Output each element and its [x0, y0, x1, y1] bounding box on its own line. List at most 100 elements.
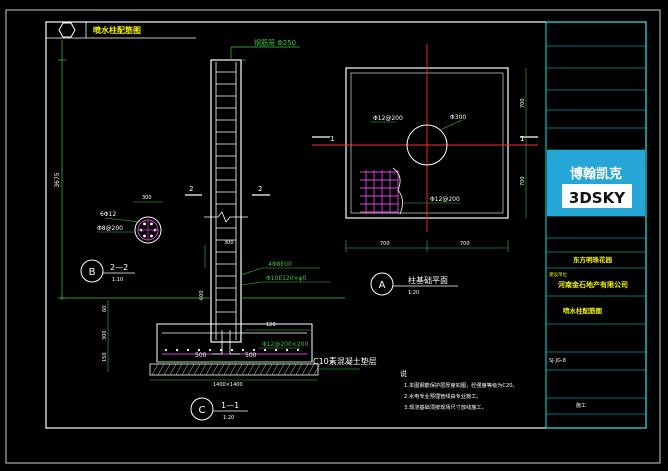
hatch-line [295, 363, 303, 376]
detail-b-rebar [143, 222, 146, 226]
hatch-line [151, 363, 159, 376]
detail-c-scale: 1:20 [223, 415, 234, 421]
dim-foot-side-3: 150 [102, 352, 108, 362]
plan-section-mark-left: 1 [330, 135, 334, 143]
plan-mesh-label2: Φ12@200 [430, 196, 460, 203]
rebar-label: 4Φ8E00 [268, 261, 292, 268]
hatch-line [247, 363, 255, 376]
dim-side-pad: 120 [266, 322, 276, 328]
hatch-line [289, 363, 297, 376]
section-mark-left: 2 [189, 185, 193, 193]
detail-b-rebars [138, 220, 158, 240]
rebar-dot [241, 348, 245, 352]
dim-base-left: 500 [195, 352, 207, 359]
tie-leader [240, 281, 263, 286]
plan-a-scale: 1:20 [408, 290, 419, 296]
c10-pad [149, 363, 319, 376]
notes-line-2: 2.水电专业预埋管线由专业施工。 [404, 392, 482, 400]
rebar-dot [219, 348, 223, 352]
plan-a-tag-circle [370, 272, 394, 296]
detail-b-rebar [150, 222, 153, 226]
base-spec: Φ12@200×200 [262, 341, 308, 348]
dim-total-label: 3675 [54, 172, 61, 187]
hatch-line [313, 363, 321, 376]
section-mark-right: 2 [258, 185, 262, 193]
rebar-dot [230, 348, 234, 352]
rebar-leader [240, 267, 263, 276]
detail-b-rebar [150, 234, 153, 238]
developer: 河南金石地产有限公司 [558, 280, 628, 289]
hatch-line [277, 363, 285, 376]
hatch-line [217, 363, 225, 376]
plan-dim-right-bottom: 700 [520, 176, 526, 186]
company-text: 博翰凯克 [570, 166, 622, 182]
hatch-line [157, 363, 165, 376]
tie-label: Φ10E120×φ0 [266, 275, 307, 282]
detail-b-section [134, 216, 162, 244]
hatch-line [307, 363, 315, 376]
column-outline [210, 59, 242, 343]
hatch-line [241, 363, 249, 376]
plan-dim-right-top: 700 [520, 98, 526, 108]
plan-hole-label: Φ300 [450, 114, 466, 121]
notes-line-3: 3.现浇基础须按现场尺寸放线施工。 [404, 403, 487, 411]
detail-b-tag: B [89, 267, 96, 278]
hatch-line [211, 363, 219, 376]
c10-label: C10素混凝土垫层 [313, 356, 377, 366]
logo-text: 3DSKY [569, 189, 626, 207]
rebar-dot [164, 348, 168, 352]
hatch-line [259, 363, 267, 376]
hatch-line [205, 363, 213, 376]
c10-hatch [151, 363, 321, 376]
rebar-dot [252, 348, 256, 352]
header-hex-icon [58, 22, 76, 38]
dim-foot-side-1: 60 [102, 306, 108, 312]
rebar-dot [208, 348, 212, 352]
hatch-line [163, 363, 171, 376]
top-spec-label: 钢筋笼 Φ250 [254, 38, 296, 47]
sheet-label: 施工 [576, 402, 586, 409]
plan-hole [406, 124, 448, 166]
rebar-dot [285, 348, 289, 352]
plan-mesh [360, 170, 399, 214]
detail-b-dim-top: 300 [142, 195, 152, 201]
detail-b-label2: Φ8@200 [97, 225, 123, 232]
outer-frame [5, 9, 661, 464]
rebar-dot [186, 348, 190, 352]
hatch-line [283, 363, 291, 376]
detail-b-leader-1 [104, 217, 141, 223]
hatch-line [181, 363, 189, 376]
plan-dim-bottom-left: 700 [380, 241, 390, 247]
hatch-line [235, 363, 243, 376]
detail-c-tag-circle [190, 397, 214, 421]
detail-b-scale: 1:10 [112, 277, 123, 283]
hatch-line [175, 363, 183, 376]
project-name: 东方明珠花园 [573, 255, 613, 264]
footing-rebar-dots [164, 348, 300, 352]
break-mark [204, 211, 248, 223]
dim-base-right: 500 [245, 352, 257, 359]
rebar-dot [197, 348, 201, 352]
hatch-line [301, 363, 309, 376]
detail-c-tag: C [199, 405, 206, 416]
hatch-line [193, 363, 201, 376]
dim-footing: 1400×1400 [213, 382, 243, 388]
plan-dim-bottom-right: 700 [460, 241, 470, 247]
logo-box [562, 184, 632, 208]
detail-b-rebar [143, 234, 146, 238]
dim-foot-side-2: 300 [102, 330, 108, 340]
mesh-break [392, 167, 403, 215]
plan-a-title: 柱基础平面 [408, 275, 448, 285]
detail-b-title: 2—2 [110, 263, 128, 272]
rebar-dot [175, 348, 179, 352]
detail-b-label1: 6Φ12 [100, 211, 116, 218]
rebar-dot [274, 348, 278, 352]
drawing-no: SJ-JG-8 [549, 358, 566, 364]
detail-b-tag-circle [80, 259, 104, 283]
column-ties [216, 71, 236, 325]
header-title: 喷水柱配筋图 [93, 25, 141, 35]
plan-mesh-label1: Φ12@200 [373, 115, 403, 122]
rebar-dot [296, 348, 300, 352]
drawing-name: 喷水柱配筋图 [563, 306, 603, 315]
